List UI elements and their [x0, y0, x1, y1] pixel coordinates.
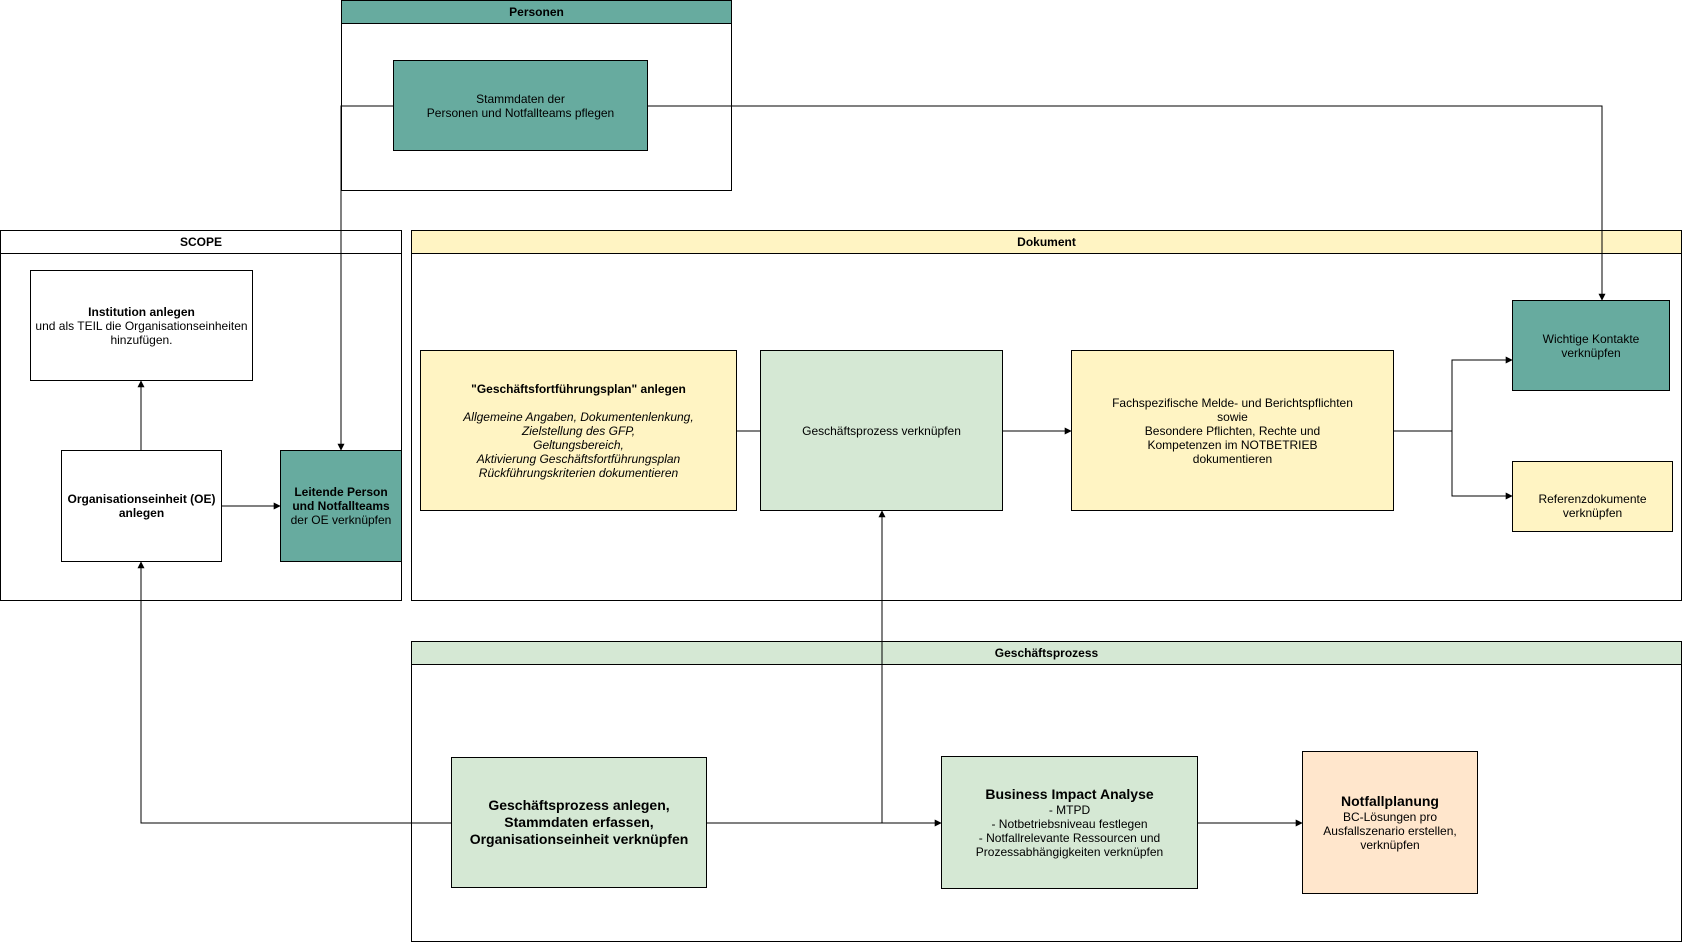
node-bia-line: - Notbetriebsniveau festlegen	[991, 817, 1148, 831]
node-gfp[interactable]: "Geschäftsfortführungsplan" anlegen Allg…	[420, 350, 737, 511]
node-notfall-line: verknüpfen	[1360, 838, 1420, 852]
node-notfall-line: BC-Lösungen pro	[1342, 810, 1438, 824]
node-institution-line2: hinzufügen.	[110, 332, 173, 347]
edge-gpanlegen-oe	[137, 561, 451, 824]
lane-personen-header: Personen	[342, 1, 731, 24]
node-oe[interactable]: Organisationseinheit (OE) anlegen	[61, 450, 222, 562]
node-bia-line: - Notfallrelevante Ressourcen und	[978, 831, 1161, 845]
node-institution[interactable]: Institution anlegen und als TEIL die Org…	[30, 270, 253, 381]
lane-scope-header: SCOPE	[1, 231, 401, 254]
node-gp-anlegen-line1: Geschäftsprozess anlegen,	[488, 797, 670, 813]
node-gfp-title: "Geschäftsfortführungsplan" anlegen	[471, 381, 686, 396]
lane-geschaeftsprozess-header: Geschäftsprozess	[412, 642, 1681, 665]
node-bia[interactable]: Business Impact Analyse - MTPD - Notbetr…	[941, 756, 1198, 889]
node-bia-line: - MTPD	[1048, 803, 1091, 817]
node-oe-line2: anlegen	[118, 506, 165, 520]
node-gfp-line: Geltungsbereich,	[533, 437, 624, 452]
lane-personen: Personen	[341, 0, 732, 191]
node-fach-line: sowie	[1217, 409, 1248, 424]
node-referenz-line2: verknüpfen	[1562, 505, 1623, 520]
node-notfall-line: Ausfallszenario erstellen,	[1323, 824, 1457, 838]
node-kontakte-line1: Wichtige Kontakte	[1542, 331, 1640, 346]
node-institution-line1: und als TEIL die Organisationseinheiten	[35, 318, 248, 333]
node-gfp-line: Aktivierung Geschäftsfortführungsplan	[476, 451, 681, 466]
node-kontakte[interactable]: Wichtige Kontakte verknüpfen	[1512, 300, 1670, 391]
node-stammdaten-line2: Personen und Notfallteams pflegen	[426, 105, 615, 120]
node-institution-title: Institution anlegen	[88, 304, 195, 319]
node-notfall-title: Notfallplanung	[1341, 793, 1439, 809]
node-fach-line: Kompetenzen im NOTBETRIEB	[1147, 437, 1318, 452]
node-stammdaten[interactable]: Stammdaten der Personen und Notfallteams…	[393, 60, 648, 151]
node-fach-line: dokumentieren	[1192, 451, 1273, 466]
node-gfp-line: Rückführungskriterien dokumentieren	[478, 465, 679, 480]
node-gp-anlegen[interactable]: Geschäftsprozess anlegen, Stammdaten erf…	[451, 757, 707, 888]
node-referenz-line1: Referenzdokumente	[1538, 491, 1647, 506]
lane-scope: SCOPE	[0, 230, 402, 601]
node-kontakte-line2: verknüpfen	[1561, 345, 1621, 360]
node-gfp-line: Allgemeine Angaben, Dokumentenlenkung,	[463, 409, 694, 424]
node-leitende-line1: Leitende Person	[294, 485, 388, 499]
node-referenz[interactable]: Referenzdokumente verknüpfen	[1512, 461, 1673, 532]
node-gp-verknuepfen[interactable]: Geschäftsprozess verknüpfen	[760, 350, 1003, 511]
node-notfall[interactable]: Notfallplanung BC-Lösungen pro Ausfallsz…	[1302, 751, 1478, 894]
node-bia-title: Business Impact Analyse	[985, 786, 1154, 802]
node-gfp-line: Zielstellung des GFP,	[521, 423, 636, 438]
node-leitende-line2: und Notfallteams	[292, 499, 390, 513]
node-fach-line: Fachspezifische Melde- und Berichtspflic…	[1112, 395, 1353, 410]
lane-dokument-header: Dokument	[412, 231, 1681, 254]
node-oe-line1: Organisationseinheit (OE)	[67, 492, 216, 506]
node-bia-line: Prozessabhängigkeiten verknüpfen	[975, 845, 1164, 859]
node-gp-verknuepfen-label: Geschäftsprozess verknüpfen	[802, 423, 961, 438]
node-leitende[interactable]: Leitende Person und Notfallteams der OE …	[280, 450, 402, 562]
node-fachspezifisch[interactable]: Fachspezifische Melde- und Berichtspflic…	[1071, 350, 1394, 511]
node-leitende-line3: der OE verknüpfen	[290, 513, 392, 527]
node-gp-anlegen-line3: Organisationseinheit verknüpfen	[469, 831, 689, 847]
node-stammdaten-line1: Stammdaten der	[476, 91, 565, 106]
node-fach-line: Besondere Pflichten, Rechte und	[1144, 423, 1321, 438]
node-gp-anlegen-line2: Stammdaten erfassen,	[504, 814, 654, 830]
